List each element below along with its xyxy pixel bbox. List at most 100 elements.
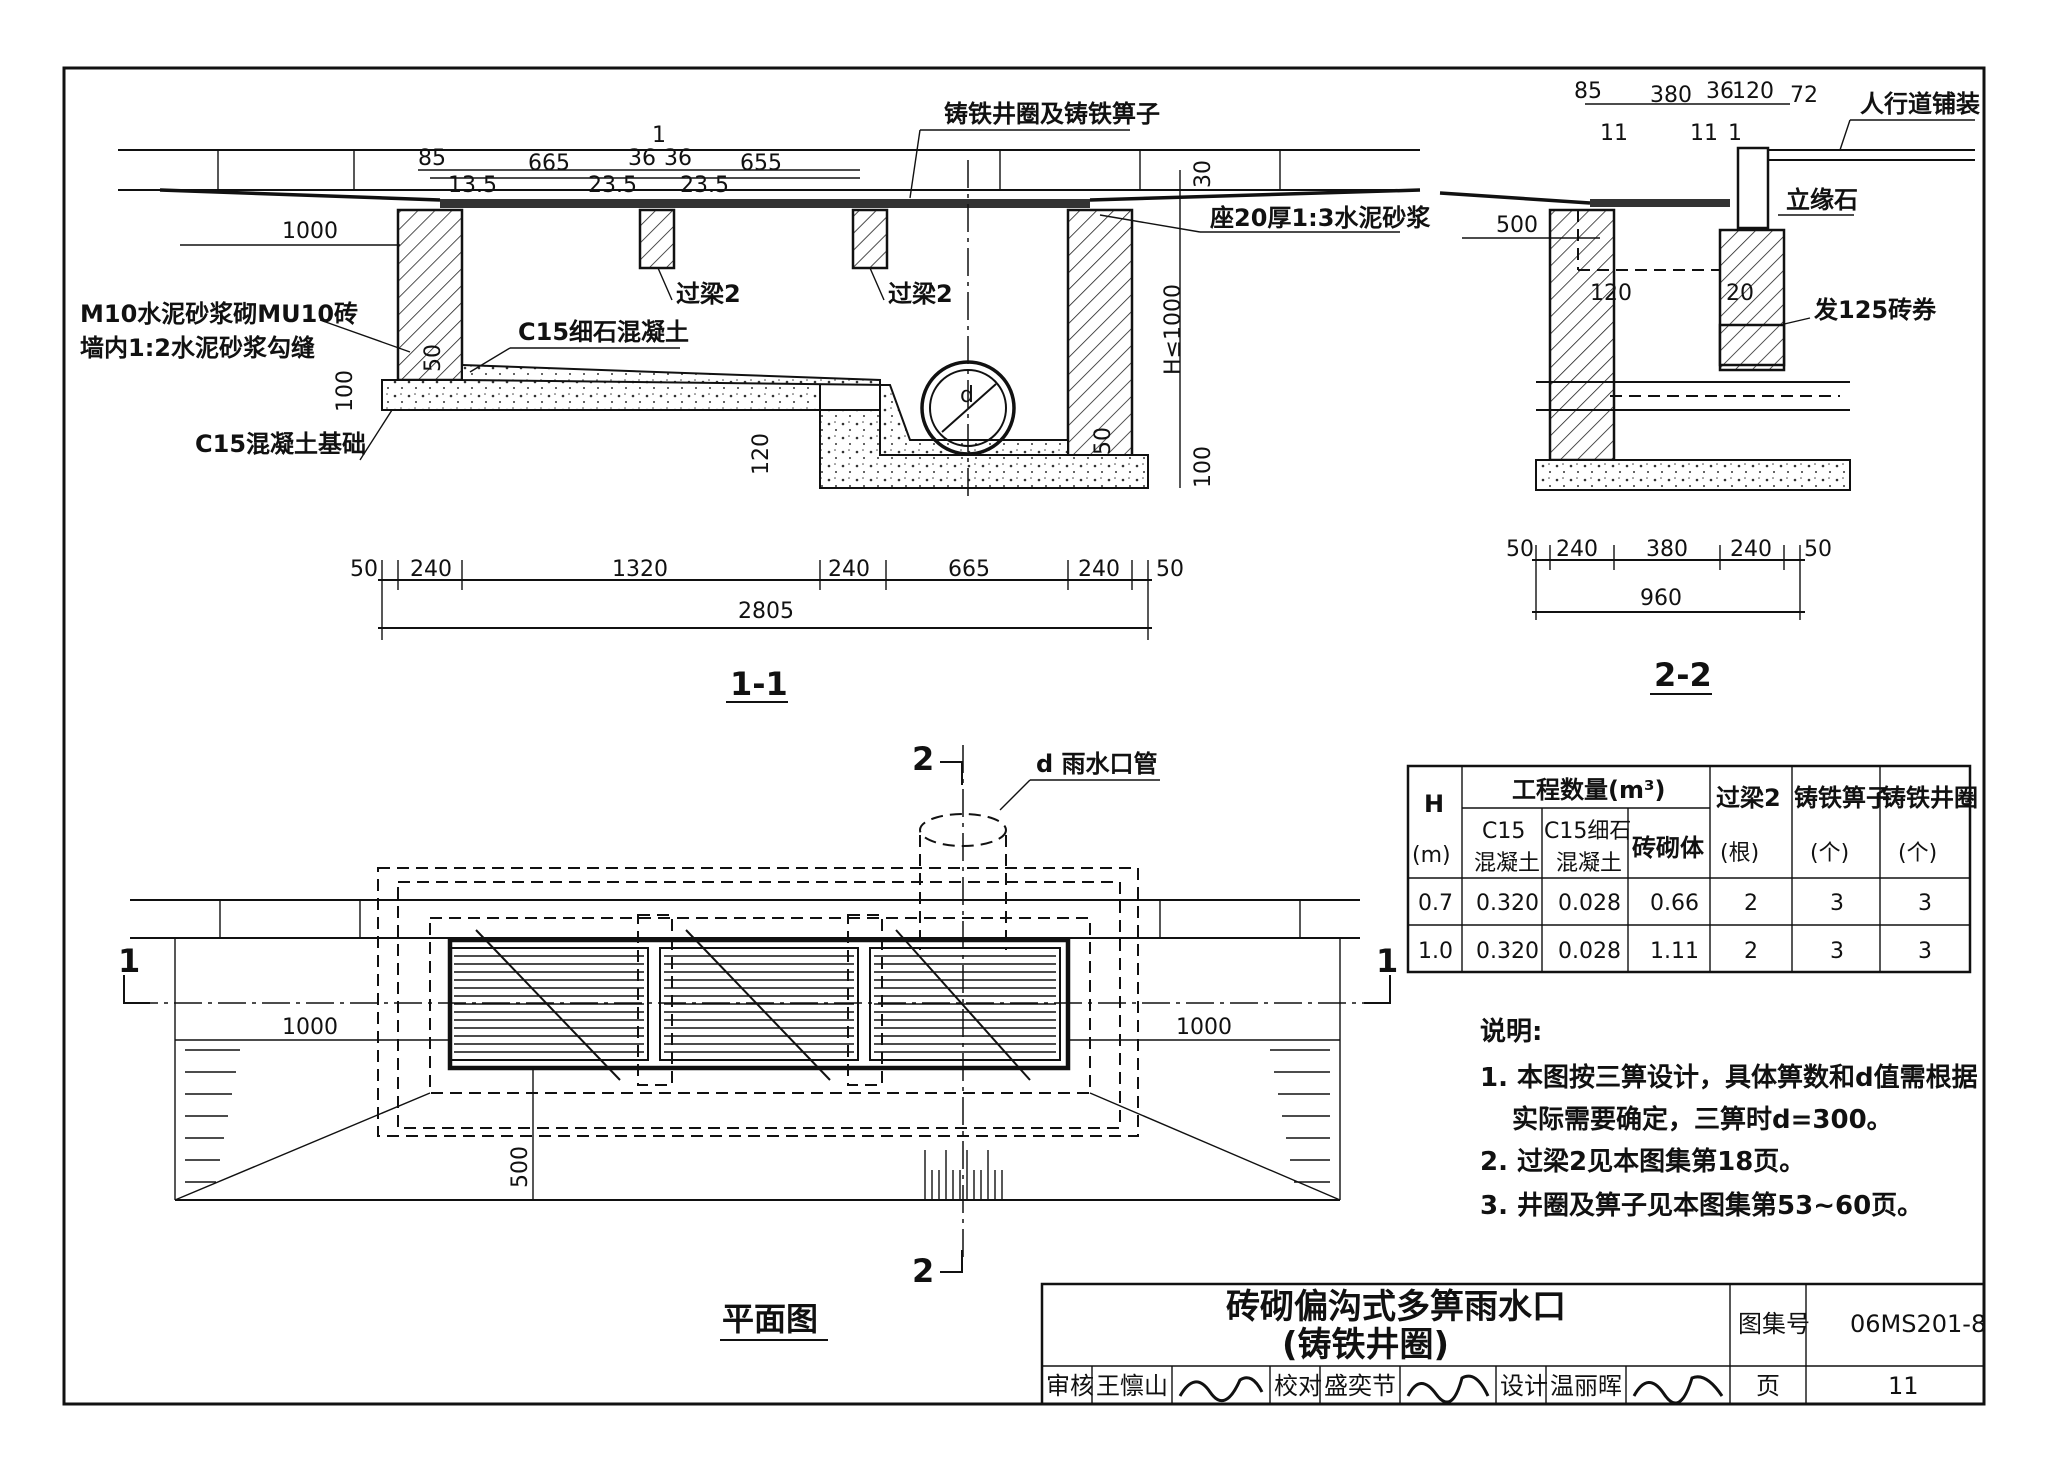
- dim-top-13-5: 13.5: [448, 173, 497, 198]
- cell-r1-c4: 2: [1744, 939, 1758, 964]
- dim-step-120: 120: [749, 433, 774, 475]
- dim-bot-240c: 240: [1078, 557, 1120, 582]
- section-1-1: d 85 665 36 36 655 1 13.5 23.5 23.5 30 H…: [80, 100, 1431, 703]
- cut-2-top: 2: [912, 740, 934, 778]
- dim-top-23-5b: 23.5: [680, 173, 729, 198]
- label-beam-b: 过梁2: [888, 280, 953, 308]
- quantity-table: H (m) 工程数量(m³) C15 混凝土 C15细石 混凝土 砖砌体 过梁2…: [1406, 764, 1978, 974]
- dim-left-50: 50: [421, 344, 446, 372]
- dim-right-30: 30: [1191, 160, 1216, 188]
- dim-left-1000: 1000: [282, 219, 338, 244]
- atlas-label: 图集号: [1738, 1310, 1810, 1338]
- dim22-bot-240a: 240: [1556, 537, 1598, 562]
- design-label: 设计: [1500, 1372, 1548, 1400]
- th-masonry: 砖砌体: [1632, 834, 1705, 862]
- dim-right-H: H≤1000: [1161, 284, 1186, 375]
- dim22-top-380: 380: [1650, 83, 1692, 108]
- label-mortar: 座20厚1:3水泥砂浆: [1210, 204, 1431, 232]
- cut-2-bottom: 2: [912, 1252, 934, 1290]
- th-grate-unit: (个): [1810, 841, 1849, 866]
- th-c15f-sub: 混凝土: [1556, 851, 1622, 876]
- dim22-top-36: 36: [1706, 79, 1734, 104]
- dim-left-100: 100: [333, 370, 358, 412]
- dim-bot-240b: 240: [828, 557, 870, 582]
- dim-bot-50a: 50: [350, 557, 378, 582]
- dim22-500: 500: [1496, 213, 1538, 238]
- cell-r0-c1: 0.320: [1476, 891, 1539, 916]
- section-title-1-1: 1-1: [730, 665, 788, 703]
- dim-total-2805: 2805: [738, 599, 794, 624]
- plan-dim-left-1000: 1000: [282, 1015, 338, 1040]
- note-1: 1. 本图按三箅设计，具体箅数和d值需根据: [1480, 1062, 1978, 1093]
- cell-r1-c2: 0.028: [1558, 939, 1621, 964]
- dim22-bot-50a: 50: [1506, 537, 1534, 562]
- page-number: 11: [1888, 1372, 1919, 1400]
- atlas-number: 06MS201-8: [1850, 1310, 1986, 1338]
- sheet-border: [62, 66, 1986, 1406]
- plan-dim-500: 500: [508, 1146, 533, 1188]
- th-beam: 过梁2: [1716, 784, 1781, 812]
- th-ring: 铸铁井圈: [1882, 784, 1978, 812]
- dim-top-85: 85: [418, 146, 446, 171]
- label-wall-2: 墙内1:2水泥砂浆勾缝: [80, 334, 315, 362]
- dim22-bot-240b: 240: [1730, 537, 1772, 562]
- cut-1-left: 1: [118, 942, 140, 980]
- label-beam-a: 过梁2: [676, 280, 741, 308]
- dim22-top-11a: 11: [1600, 121, 1628, 146]
- dim-bot-50b: 50: [1156, 557, 1184, 582]
- cell-r0-c6: 3: [1918, 891, 1932, 916]
- th-ring-unit: (个): [1898, 841, 1937, 866]
- cell-r0-c4: 2: [1744, 891, 1758, 916]
- review-signature: [1178, 1376, 1264, 1403]
- cell-r0-c3: 0.66: [1650, 891, 1699, 916]
- th-h-unit: (m): [1412, 843, 1451, 868]
- cell-r0-c0: 0.7: [1418, 891, 1453, 916]
- cell-r1-c6: 3: [1918, 939, 1932, 964]
- th-grate: 铸铁箅子: [1794, 784, 1890, 812]
- table-row: 0.7 0.320 0.028 0.66 2 3 3: [1418, 891, 1932, 916]
- dim-bot-240a: 240: [410, 557, 452, 582]
- dim-top-655: 655: [740, 151, 782, 176]
- dim-top-36a: 36: [628, 146, 656, 171]
- th-beam-unit: (根): [1720, 841, 1759, 866]
- dim22-bot-380: 380: [1646, 537, 1688, 562]
- table-row: 1.0 0.320 0.028 1.11 2 3 3: [1418, 939, 1932, 964]
- plan-dim-right-1000: 1000: [1176, 1015, 1232, 1040]
- cell-r1-c1: 0.320: [1476, 939, 1539, 964]
- check-label: 校对: [1274, 1372, 1322, 1400]
- section-title-2-2: 2-2: [1654, 656, 1712, 694]
- note-1-cont: 实际需要确定，三箅时d=300。: [1512, 1104, 1893, 1135]
- label-pipe: d 雨水口管: [1036, 750, 1158, 778]
- cell-r1-c0: 1.0: [1418, 939, 1453, 964]
- dim22-120: 120: [1590, 281, 1632, 306]
- dim-top-36b: 36: [664, 146, 692, 171]
- drawing-subtitle: (铸铁井圈): [1282, 1325, 1449, 1365]
- dim-top-1: 1: [652, 123, 666, 148]
- dim22-top-120: 120: [1732, 79, 1774, 104]
- section-2-2: 85 380 36 120 72 11 11 1 500 120 20 人行道铺…: [1439, 79, 1980, 695]
- review-name: 王懔山: [1096, 1372, 1168, 1400]
- note-2: 2. 过梁2见本图集第18页。: [1480, 1146, 1805, 1177]
- dim22-total-960: 960: [1640, 586, 1682, 611]
- dim22-top-1: 1: [1728, 121, 1742, 146]
- title-block: 砖砌偏沟式多箅雨水口 (铸铁井圈) 图集号 06MS201-8 页 11 审核 …: [1040, 1282, 1986, 1406]
- label-paving: 人行道铺装: [1860, 90, 1980, 118]
- th-c15: C15: [1482, 819, 1525, 844]
- dim22-top-85: 85: [1574, 79, 1602, 104]
- label-base: C15混凝土基础: [195, 430, 366, 458]
- plan-title: 平面图: [722, 1300, 818, 1338]
- page-label: 页: [1756, 1372, 1780, 1400]
- check-signature: [1406, 1374, 1490, 1404]
- pipe-d-label: d: [960, 383, 974, 408]
- drawing-title: 砖砌偏沟式多箅雨水口: [1226, 1287, 1566, 1327]
- dim-step-50: 50: [1091, 427, 1116, 455]
- dim-right-100: 100: [1191, 446, 1216, 488]
- th-c15-sub: 混凝土: [1474, 851, 1540, 876]
- notes: 说明: 1. 本图按三箅设计，具体箅数和d值需根据 实际需要确定，三箅时d=30…: [1480, 1017, 1978, 1221]
- dim-top-23-5a: 23.5: [588, 173, 637, 198]
- label-curb: 立缘石: [1786, 186, 1858, 214]
- dim-top-665: 665: [528, 151, 570, 176]
- review-label: 审核: [1046, 1372, 1094, 1400]
- note-3: 3. 井圈及箅子见本图集第53~60页。: [1480, 1190, 1923, 1221]
